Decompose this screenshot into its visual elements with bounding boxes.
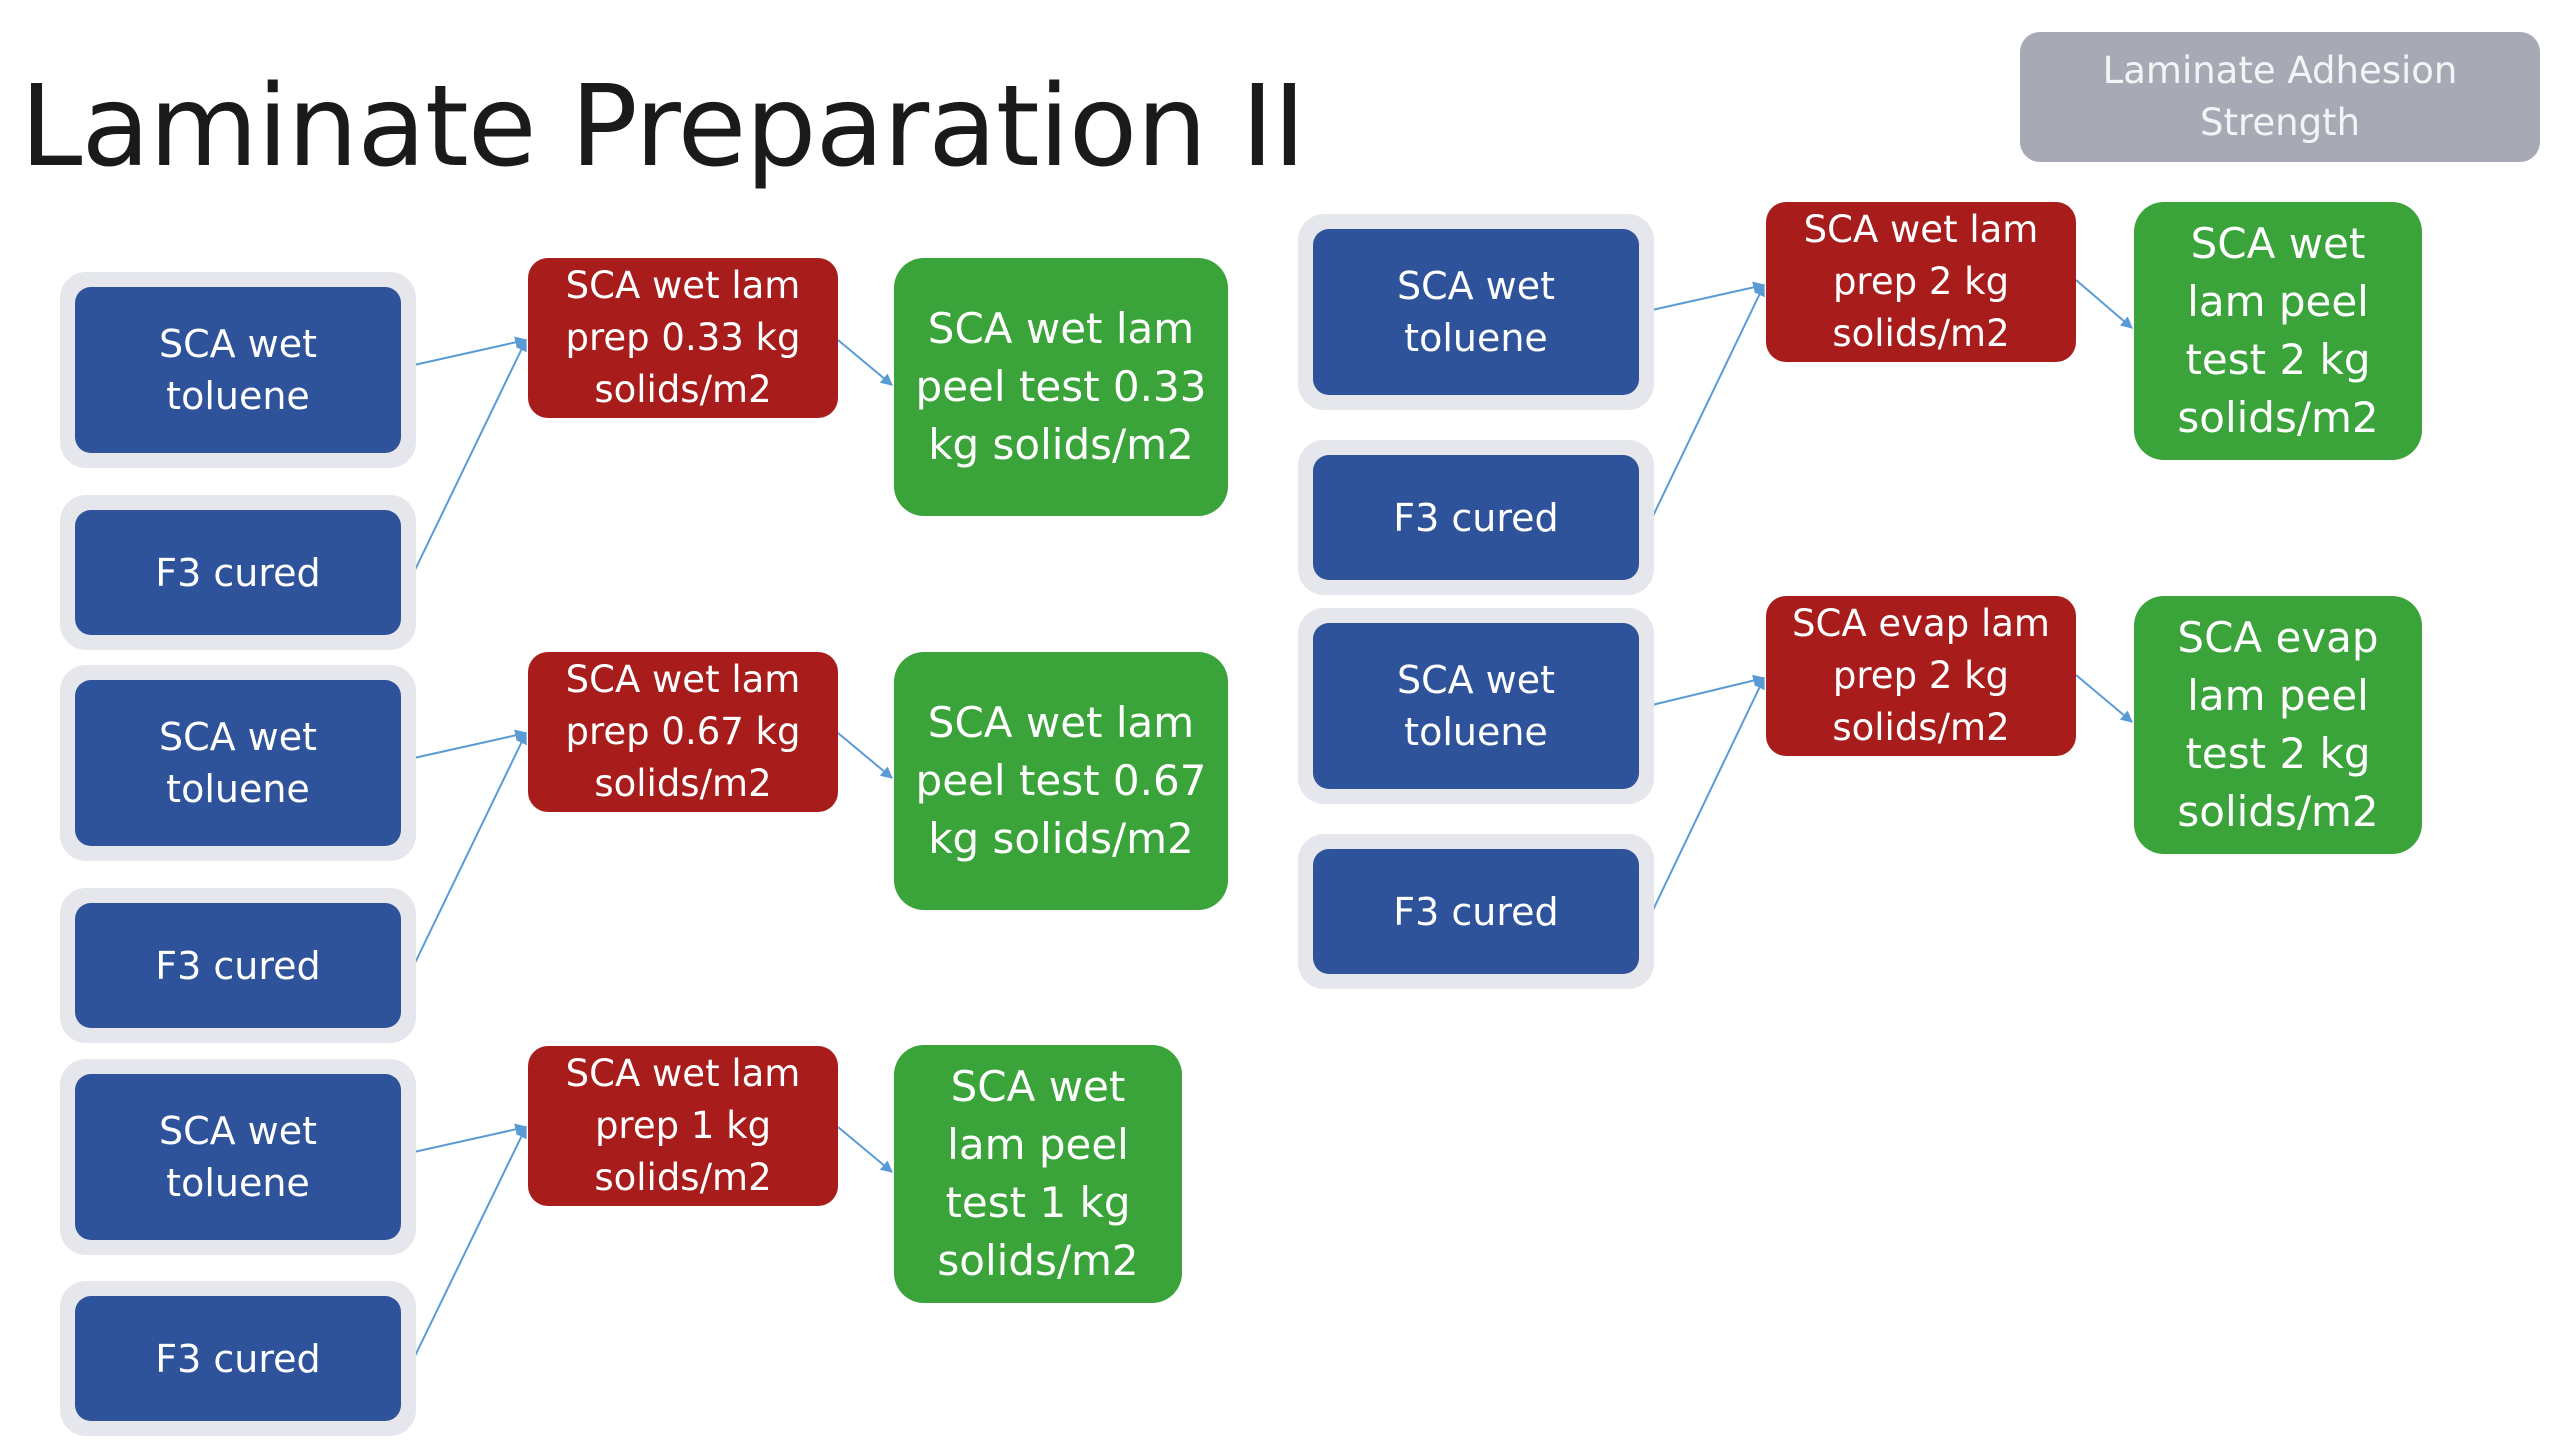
prep-node: SCA wet lam prep 0.33 kg solids/m2 xyxy=(528,258,838,418)
connector-toluene-to-prep-2 xyxy=(413,729,528,759)
connector-prep-to-test-3 xyxy=(837,1126,893,1173)
slide-title: Laminate Preparation II xyxy=(20,62,1306,192)
connector-prep-to-test-1 xyxy=(837,339,893,386)
connector-f3-to-prep-4 xyxy=(1651,283,1765,519)
sca-wet-toluene-node: SCA wet toluene xyxy=(75,1074,401,1240)
connector-toluene-to-prep-5 xyxy=(1651,674,1766,706)
connector-toluene-to-prep-1 xyxy=(413,336,528,366)
prep-node: SCA wet lam prep 2 kg solids/m2 xyxy=(1766,202,2076,362)
connector-f3-to-prep-5 xyxy=(1651,676,1765,913)
prep-node: SCA evap lam prep 2 kg solids/m2 xyxy=(1766,596,2076,756)
sca-wet-toluene-node: SCA wet toluene xyxy=(1313,229,1639,395)
connector-prep-to-test-2 xyxy=(837,732,893,779)
laminate-adhesion-strength-tag: Laminate Adhesion Strength xyxy=(2020,32,2540,162)
prep-node: SCA wet lam prep 1 kg solids/m2 xyxy=(528,1046,838,1206)
peel-test-node: SCA wet lam peel test 0.67 kg solids/m2 xyxy=(894,652,1228,910)
peel-test-node: SCA wet lam peel test 2 kg solids/m2 xyxy=(2134,202,2422,460)
sca-wet-toluene-node: SCA wet toluene xyxy=(1313,623,1639,789)
sca-wet-toluene-node: SCA wet toluene xyxy=(75,680,401,846)
connector-f3-to-prep-2 xyxy=(413,731,527,966)
f3-cured-node: F3 cured xyxy=(75,510,401,635)
sca-wet-toluene-node: SCA wet toluene xyxy=(75,287,401,453)
connector-toluene-to-prep-3 xyxy=(413,1123,528,1153)
peel-test-node: SCA evap lam peel test 2 kg solids/m2 xyxy=(2134,596,2422,854)
f3-cured-node: F3 cured xyxy=(1313,849,1639,974)
peel-test-node: SCA wet lam peel test 1 kg solids/m2 xyxy=(894,1045,1182,1303)
f3-cured-node: F3 cured xyxy=(75,903,401,1028)
connector-prep-to-test-4 xyxy=(2075,279,2133,329)
f3-cured-node: F3 cured xyxy=(75,1296,401,1421)
prep-node: SCA wet lam prep 0.67 kg solids/m2 xyxy=(528,652,838,812)
peel-test-node: SCA wet lam peel test 0.33 kg solids/m2 xyxy=(894,258,1228,516)
connector-f3-to-prep-3 xyxy=(413,1125,527,1359)
connector-f3-to-prep-1 xyxy=(413,338,527,573)
connector-prep-to-test-5 xyxy=(2075,674,2133,723)
connector-toluene-to-prep-4 xyxy=(1651,281,1766,311)
f3-cured-node: F3 cured xyxy=(1313,455,1639,580)
